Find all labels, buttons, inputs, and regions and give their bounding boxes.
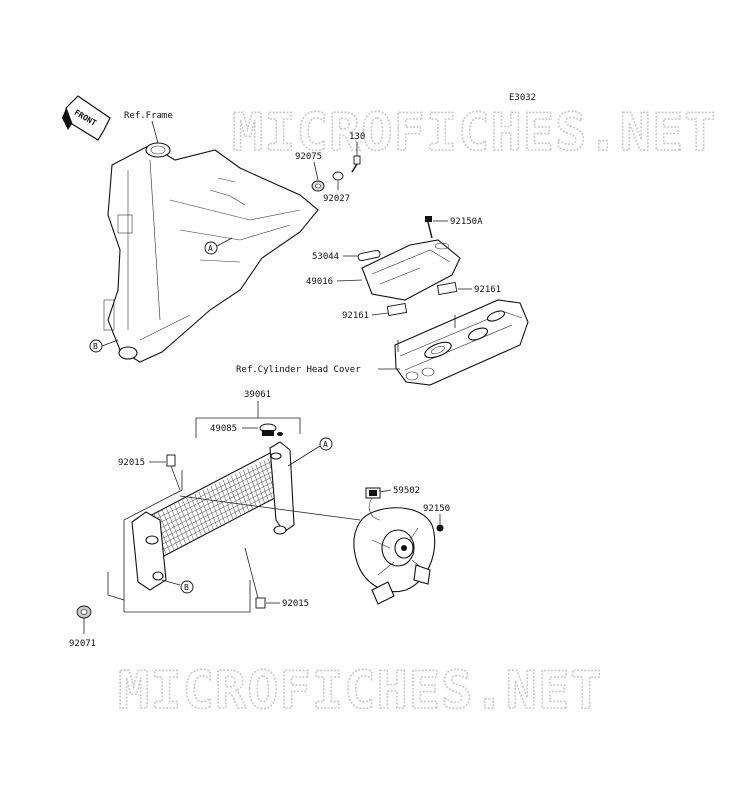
grommet-92075-icon bbox=[311, 180, 325, 192]
ref-frame-label: Ref.Frame bbox=[124, 111, 173, 121]
bolt-92150a-icon bbox=[425, 216, 433, 239]
cooling-fan-59502 bbox=[353, 487, 436, 605]
part-label-92015-top: 92015 bbox=[118, 458, 145, 468]
bolt-92150-icon bbox=[436, 524, 444, 532]
cylinder-head-cover bbox=[394, 299, 529, 386]
svg-text:B: B bbox=[184, 583, 189, 592]
part-label-92161-left: 92161 bbox=[342, 311, 369, 321]
part-label-92161-right: 92161 bbox=[474, 285, 501, 295]
radiator-cap-49085-icon bbox=[259, 423, 283, 436]
clip-92015-top-icon bbox=[166, 454, 176, 467]
marker-a-frame: A bbox=[204, 241, 218, 255]
part-label-92150a: 92150A bbox=[450, 217, 483, 227]
part-label-49085: 49085 bbox=[210, 424, 237, 434]
svg-text:A: A bbox=[208, 244, 213, 253]
part-label-59502: 59502 bbox=[393, 486, 420, 496]
diagram-code: E3032 bbox=[509, 93, 536, 103]
clip-92015-bottom-icon bbox=[255, 597, 266, 609]
part-label-92015-bottom: 92015 bbox=[282, 599, 309, 609]
marker-b-frame: B bbox=[89, 339, 103, 353]
grommet-92071-icon bbox=[76, 605, 92, 619]
front-arrow-icon: FRONT bbox=[62, 95, 111, 141]
part-label-92027: 92027 bbox=[323, 194, 350, 204]
pad-53044-icon bbox=[357, 249, 381, 262]
part-label-39061: 39061 bbox=[244, 390, 271, 400]
pad-92161-right-icon bbox=[436, 281, 458, 296]
radiator-39061 bbox=[131, 441, 295, 591]
part-label-53044: 53044 bbox=[312, 252, 339, 262]
svg-text:A: A bbox=[323, 440, 328, 449]
part-label-92075: 92075 bbox=[295, 152, 322, 162]
watermark-bottom: MICROFICHES.NET bbox=[118, 661, 603, 721]
pad-92161-left-icon bbox=[386, 302, 408, 317]
part-label-92150: 92150 bbox=[423, 504, 450, 514]
ref-cylinder-head-cover-label: Ref.Cylinder Head Cover bbox=[236, 365, 361, 375]
part-label-130: 130 bbox=[349, 132, 365, 142]
marker-b-radiator: B bbox=[180, 580, 194, 594]
part-label-49016: 49016 bbox=[306, 277, 333, 287]
cover-49016 bbox=[361, 239, 461, 301]
bolt-130-icon bbox=[351, 155, 361, 173]
svg-text:B: B bbox=[93, 342, 98, 351]
marker-a-radiator: A bbox=[319, 437, 333, 451]
part-label-92071: 92071 bbox=[69, 639, 96, 649]
watermark-top: MICROFICHES.NET bbox=[232, 103, 717, 163]
collar-92027-icon bbox=[332, 171, 344, 181]
